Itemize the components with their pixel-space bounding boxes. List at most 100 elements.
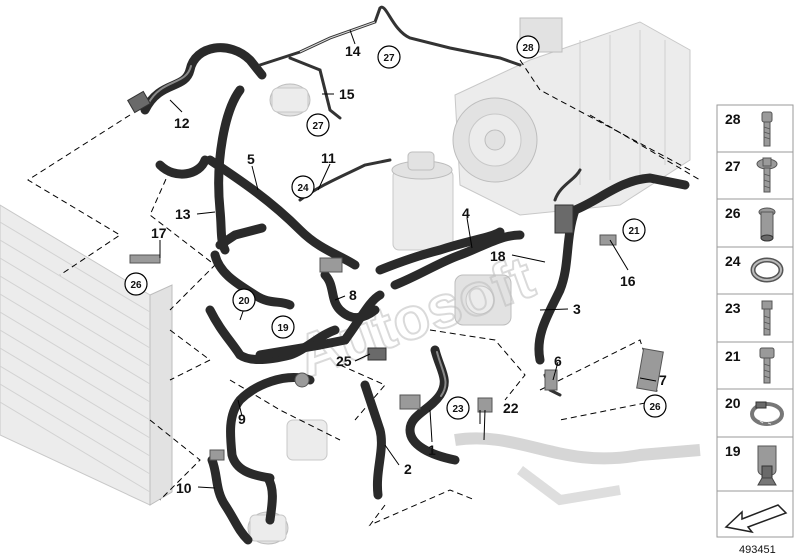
legend-item-23: 23 [716, 293, 794, 343]
callout-14: 14 [345, 43, 361, 59]
pipe-15 [288, 56, 342, 120]
hose-12 [127, 43, 267, 115]
circled-callout-28: 28 [516, 35, 540, 59]
callout-16: 16 [620, 273, 636, 289]
hose-13 [155, 85, 267, 255]
bracket-25 [367, 347, 387, 361]
junction-18 [554, 204, 574, 234]
bolt-icon [761, 111, 773, 147]
svg-text:24: 24 [725, 253, 741, 269]
callout-3: 3 [573, 301, 581, 317]
bracket-7 [636, 347, 664, 393]
hose-radiator-return [205, 250, 385, 364]
svg-text:28: 28 [725, 111, 741, 127]
hex-bolt-icon [761, 300, 773, 336]
pipe-14 [258, 5, 522, 67]
connector-8a [319, 257, 343, 273]
clip-22 [477, 397, 493, 413]
callout-22: 22 [503, 400, 519, 416]
background-components [0, 17, 701, 545]
holder-clip-icon [757, 445, 777, 486]
flange-bolt-icon [756, 157, 778, 193]
callout-labels: 1 2 3 4 5 6 7 8 9 10 11 12 13 14 15 16 1… [151, 43, 667, 496]
callout-1: 1 [428, 442, 436, 458]
callout-6: 6 [554, 353, 562, 369]
legend-item-26: 26 [716, 198, 794, 248]
callout-8: 8 [349, 287, 357, 303]
callout-5: 5 [247, 151, 255, 167]
callout-4: 4 [462, 205, 470, 221]
svg-text:24: 24 [297, 183, 309, 194]
callout-18: 18 [490, 248, 506, 264]
legend-item-24: 24 [716, 246, 794, 295]
legend-item-20: 20 [716, 388, 794, 438]
rivet-nut-icon [758, 207, 776, 242]
auxiliary-pump-ghost [269, 83, 311, 117]
connector-10 [209, 449, 225, 461]
svg-text:23: 23 [725, 300, 741, 316]
svg-text:20: 20 [238, 296, 250, 307]
svg-text:20: 20 [725, 395, 741, 411]
svg-text:21: 21 [628, 226, 640, 237]
svg-text:28: 28 [522, 43, 534, 54]
hose-clamp-icon [750, 401, 784, 426]
bracket-17 [129, 254, 161, 264]
water-pump-ghost [454, 274, 512, 326]
svg-text:27: 27 [312, 121, 324, 132]
callout-13: 13 [175, 206, 191, 222]
hose-2 [360, 380, 386, 500]
hose-1 [405, 345, 460, 465]
svg-text:26: 26 [649, 402, 661, 413]
callout-7: 7 [659, 372, 667, 388]
hoses [127, 5, 690, 545]
hose-10 [207, 455, 277, 545]
svg-text:21: 21 [725, 348, 741, 364]
callout-15: 15 [339, 86, 355, 102]
svg-text:26: 26 [130, 280, 142, 291]
callout-11: 11 [321, 150, 336, 166]
flange-screw-icon [759, 347, 775, 384]
circled-callout-21: 21 [622, 218, 646, 242]
circled-callout-20: 20 [232, 288, 256, 312]
small-components [129, 204, 664, 461]
hose-8 [320, 270, 380, 322]
circled-callout-26-left: 26 [124, 272, 148, 296]
svg-text:27: 27 [725, 158, 741, 174]
hose-transmission-oil [553, 168, 690, 215]
svg-text:26: 26 [725, 205, 741, 221]
transmission-ghost [452, 17, 691, 216]
spring-clip-icon [750, 257, 784, 283]
callout-2: 2 [404, 461, 412, 477]
diagram-code: 493451 [739, 544, 776, 556]
legend-item-27: 27 [716, 151, 794, 200]
circled-callouts: 19 20 21 23 24 26 26 27 [124, 35, 667, 420]
bracket-16 [599, 234, 617, 246]
direction-arrow-icon [724, 504, 788, 534]
circled-callout-23: 23 [446, 396, 470, 420]
svg-text:27: 27 [383, 53, 395, 64]
circled-callout-19: 19 [271, 315, 295, 339]
expansion-tank-ghost [391, 151, 454, 251]
pipe-11 [298, 158, 392, 202]
callout-25: 25 [336, 353, 352, 369]
leader-lines [159, 29, 657, 489]
hose-4 [375, 227, 525, 290]
hose-5 [205, 155, 360, 270]
legend-item-19: 19 [716, 436, 794, 492]
connector-9 [294, 372, 310, 388]
reservoir-ghost [286, 419, 328, 461]
callout-17: 17 [151, 225, 167, 241]
svg-text:23: 23 [452, 404, 464, 415]
svg-text:19: 19 [277, 323, 289, 334]
svg-text:19: 19 [725, 443, 741, 459]
callout-12: 12 [174, 115, 190, 131]
callout-10: 10 [176, 480, 192, 496]
legend-panel: 28 27 26 [716, 104, 794, 538]
radiator-ghost [0, 204, 173, 506]
legend-item-28: 28 [716, 104, 794, 153]
circled-callout-26-right: 26 [643, 394, 667, 418]
connector-1 [399, 394, 421, 410]
hose-3 [534, 205, 580, 365]
hose-9 [225, 373, 315, 483]
